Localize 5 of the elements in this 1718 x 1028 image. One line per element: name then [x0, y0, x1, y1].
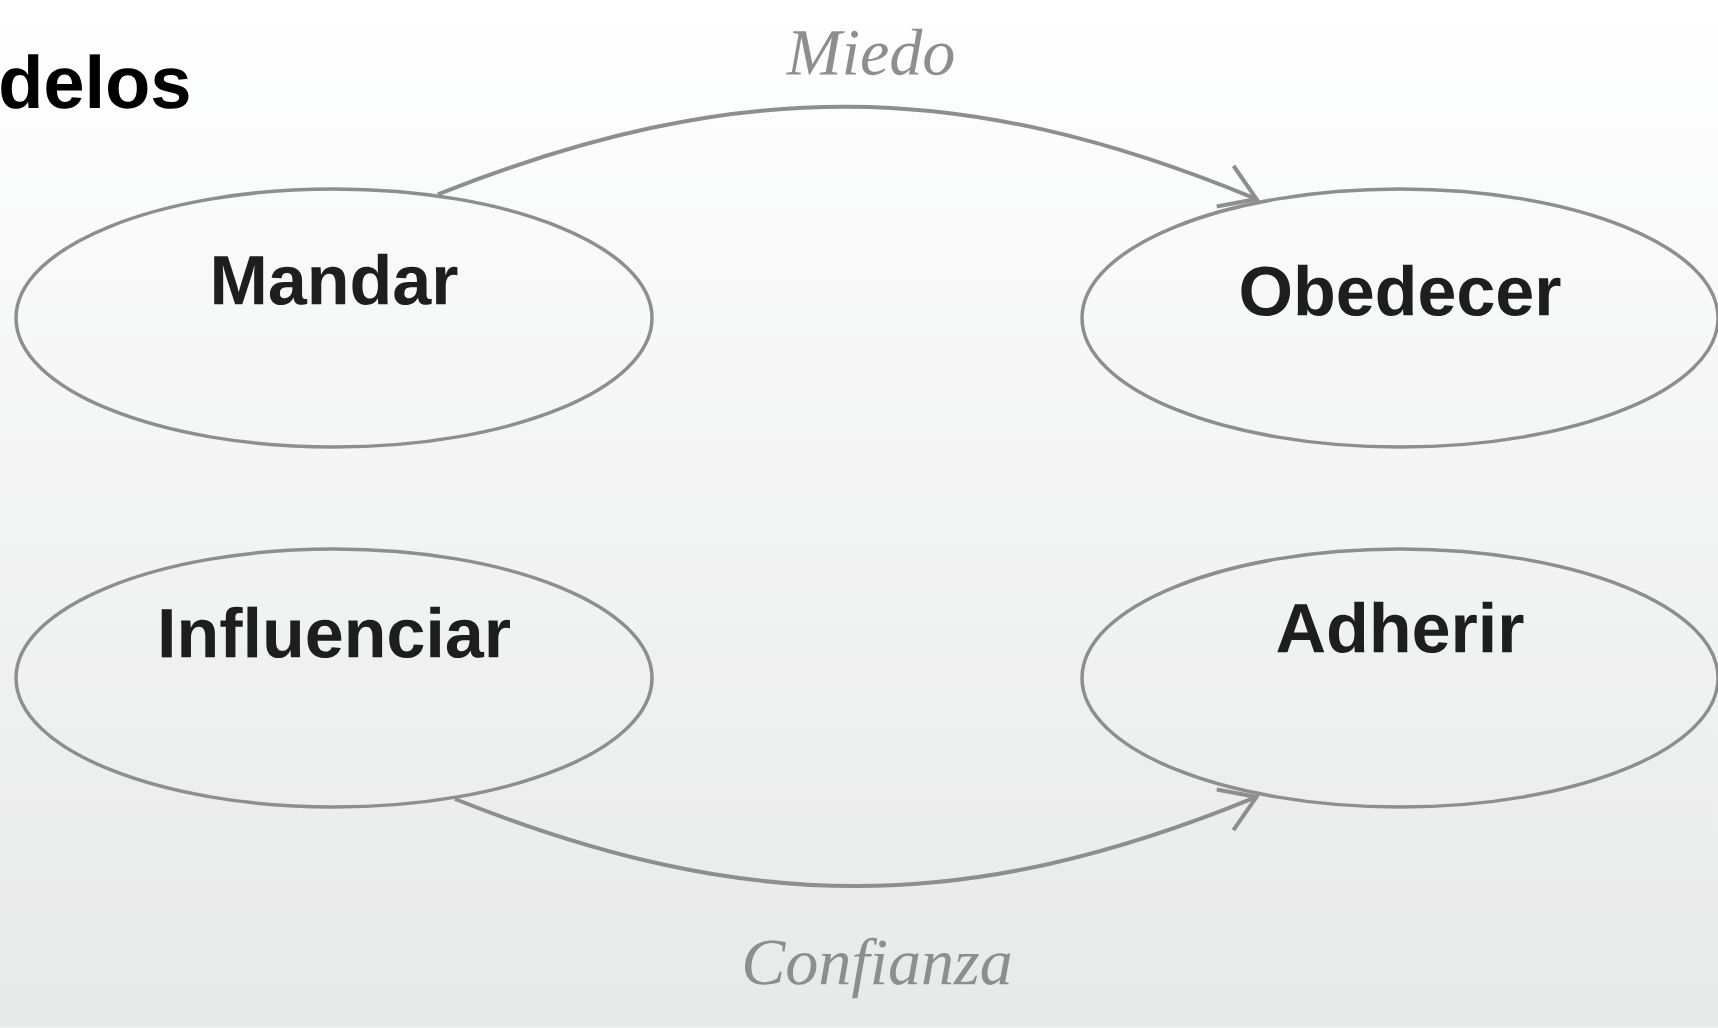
title: delos: [1, 54, 189, 109]
arrow: [437, 104, 1260, 209]
edge-label: Confianza: [745, 937, 1011, 999]
edge-label: Miedo: [785, 28, 954, 76]
arrow: [454, 787, 1260, 888]
